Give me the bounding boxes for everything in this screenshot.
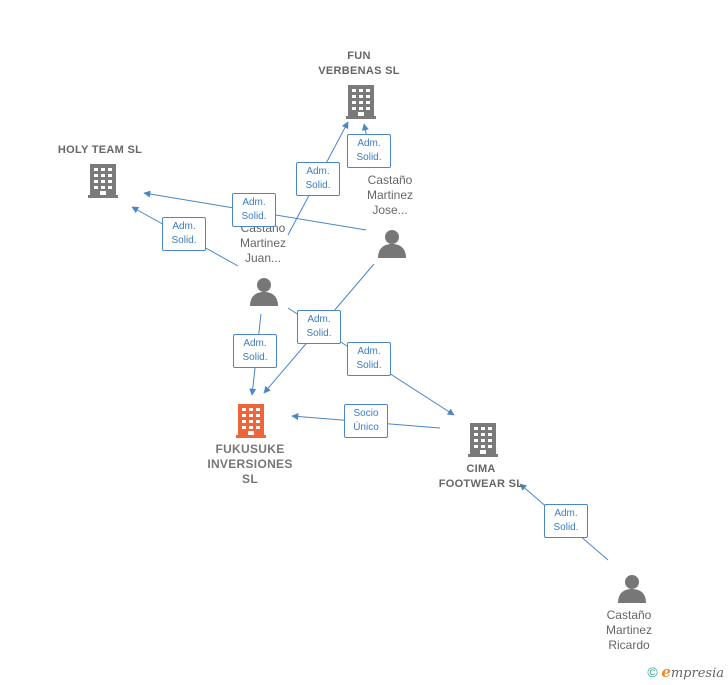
edge-label-text: Adm. [242, 197, 266, 208]
edge-label-text: Solid. [356, 360, 382, 371]
edge-label-text: Solid. [356, 152, 382, 163]
person-icon-castano-juan[interactable] [250, 278, 278, 306]
company-label-fun-verbenas[interactable]: FUN VERBENAS SL [299, 49, 419, 79]
person-label-line: Juan... [244, 251, 282, 265]
company-label-line: CIMA [466, 463, 496, 475]
company-label-line: FUN [347, 50, 371, 62]
company-label-line: VERBENAS SL [318, 65, 400, 77]
edge-label-juan-holy[interactable]: Adm. Solid. [162, 217, 206, 251]
edge-label-ricardo-cima[interactable]: Adm. Solid. [544, 504, 588, 538]
edge-label-text: Solid. [553, 522, 579, 533]
brand-name: mpresia [670, 666, 724, 681]
company-label-cima[interactable]: CIMA FOOTWEAR SL [421, 462, 541, 492]
edge-label-text: Adm. [243, 338, 267, 349]
edge-label-text: Adm. [357, 138, 381, 149]
edge-label-cima-fukusuke[interactable]: Socio Único [344, 404, 388, 438]
person-label-line: Castaño [606, 608, 652, 622]
person-icon-castano-jose[interactable] [378, 230, 406, 258]
company-label-fukusuke[interactable]: FUKUSUKE INVERSIONES SL [190, 442, 310, 487]
edge-label-text: Adm. [357, 346, 381, 357]
company-label-line: SL [242, 472, 258, 486]
edge-label-juan-cima[interactable]: Adm. Solid. [347, 342, 391, 376]
company-label-line: FOOTWEAR SL [438, 478, 524, 490]
person-label-line: Ricardo [608, 638, 650, 652]
person-label-line: Martinez [239, 236, 286, 250]
building-icon-cima[interactable] [468, 423, 498, 457]
edge-label-text: Adm. [306, 166, 330, 177]
company-label-line: INVERSIONES [207, 457, 293, 471]
edge-label-jose-holy[interactable]: Adm. Solid. [232, 193, 276, 227]
edge-label-text: Solid. [242, 352, 268, 363]
company-label-line: FUKUSUKE [215, 442, 285, 456]
edge-label-text: Solid. [241, 211, 267, 222]
person-label-line: Martinez [366, 188, 413, 202]
person-label-line: Martinez [605, 623, 652, 637]
edge-label-text: Solid. [305, 180, 331, 191]
person-label-castano-jose[interactable]: Castaño Martinez Jose... [340, 173, 440, 218]
person-label-line: Jose... [372, 203, 408, 217]
edge-label-text: Adm. [554, 508, 578, 519]
person-label-line: Castaño [367, 173, 413, 187]
edge-label-juan-fukusuke[interactable]: Adm. Solid. [233, 334, 277, 368]
edge-label-text: Adm. [307, 314, 331, 325]
brand-initial: e [661, 663, 671, 681]
person-label-castano-juan[interactable]: Castano Martinez Juan... [213, 221, 313, 266]
edge-label-text: Único [353, 422, 379, 433]
person-label-castano-ricardo[interactable]: Castaño Martinez Ricardo [579, 608, 679, 653]
edge-label-text: Adm. [172, 221, 196, 232]
brand-logo: empresia [661, 663, 724, 681]
footer-brand[interactable]: © empresia [647, 663, 724, 681]
building-icon-fun-verbenas[interactable] [346, 85, 376, 119]
edge-label-text: Solid. [171, 235, 197, 246]
person-icon-castano-ricardo[interactable] [618, 575, 646, 603]
edge-label-text: Solid. [306, 328, 332, 339]
building-icon-fukusuke[interactable] [236, 404, 266, 438]
company-label-holy-team[interactable]: HOLY TEAM SL [40, 143, 160, 158]
company-label-line: HOLY TEAM SL [57, 144, 143, 156]
building-icon-holy-team[interactable] [88, 164, 118, 198]
edge-label-jose-fun[interactable]: Adm. Solid. [347, 134, 391, 168]
edge-label-jose-fukusuke[interactable]: Adm. Solid. [297, 310, 341, 344]
edge-label-juan-fun[interactable]: Adm. Solid. [296, 162, 340, 196]
edge-label-text: Socio [353, 408, 379, 419]
copyright-icon: © [647, 664, 658, 680]
